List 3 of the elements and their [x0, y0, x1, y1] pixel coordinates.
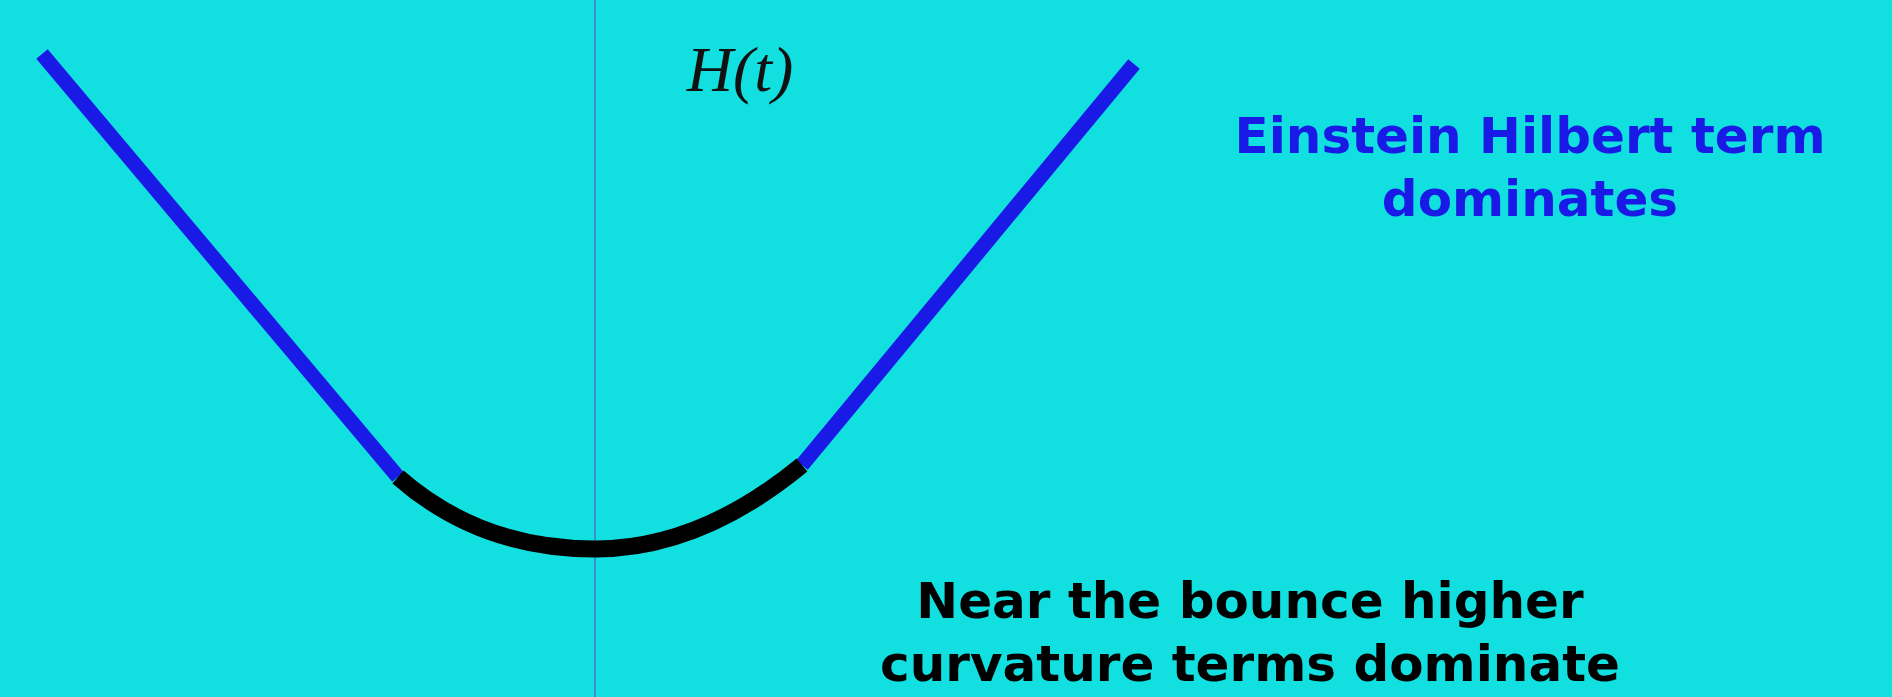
axis-label: H(t): [685, 33, 795, 107]
annotation-text: Near the bounce higher curvature terms dominate: [879, 571, 1621, 695]
annotation-text: Einstein Hilbert term dominates: [1233, 106, 1827, 230]
